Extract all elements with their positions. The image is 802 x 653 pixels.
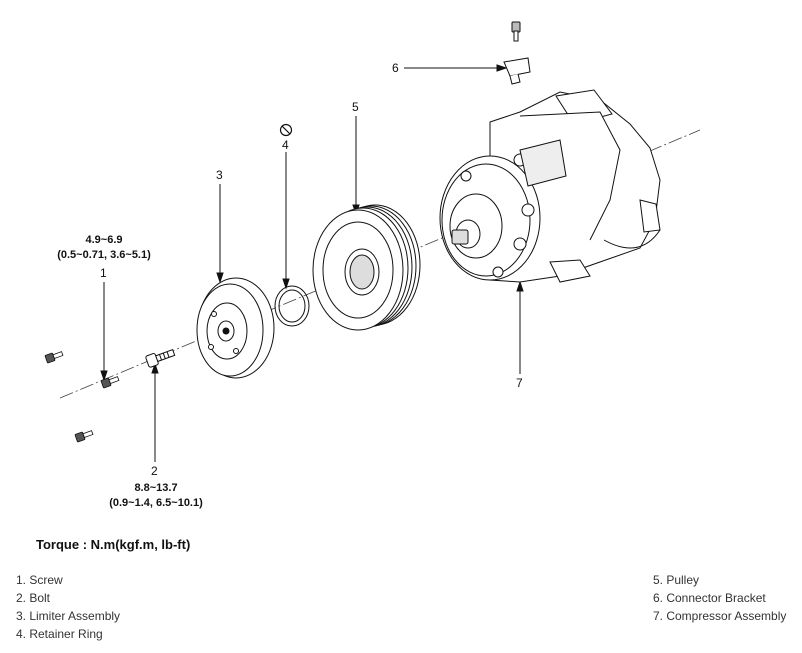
callout-2: 2: [151, 464, 158, 478]
legend-item: 2. Bolt: [16, 591, 51, 605]
legend-right: 5. Pulley 6. Connector Bracket 7. Compre…: [653, 571, 786, 625]
legend-item: 4. Retainer Ring: [16, 627, 103, 641]
callout-3: 3: [216, 168, 223, 182]
connector-bracket-icon: [503, 21, 531, 85]
limiter-assembly-icon: [196, 277, 275, 379]
legend-item: 5. Pulley: [653, 573, 700, 587]
legend-item: 1. Screw: [16, 573, 63, 587]
screw-torque-nm: 4.9~6.9: [85, 234, 123, 246]
callout-7: 7: [516, 376, 523, 390]
retainer-ring-icon: [274, 285, 310, 327]
screw-torque-spec: 4.9~6.9 (0.5~0.71, 3.6~5.1): [44, 233, 164, 263]
legend-item: 6. Connector Bracket: [653, 591, 766, 605]
legend-item: 3. Limiter Assembly: [16, 609, 121, 623]
pulley-icon: [312, 204, 421, 331]
torque-units-title: Torque : N.m(kgf.m, lb-ft): [36, 537, 191, 552]
bolt-torque-alt: (0.9~1.4, 6.5~10.1): [109, 497, 203, 509]
screw-torque-alt: (0.5~0.71, 3.6~5.1): [57, 249, 151, 261]
bolt-icon: [145, 349, 176, 368]
compressor-assembly-icon: [439, 89, 661, 283]
bolt-torque-spec: 8.8~13.7 (0.9~1.4, 6.5~10.1): [95, 481, 217, 511]
callout-6: 6: [392, 61, 399, 75]
legend-left: 1. Screw 2. Bolt 3. Limiter Assembly 4. …: [16, 571, 120, 643]
exploded-view-diagram: [44, 21, 701, 462]
screw-icon: [44, 351, 120, 443]
callout-4: 4: [282, 138, 289, 152]
legend-item: 7. Compressor Assembly: [653, 609, 787, 623]
no-reuse-icon: [279, 123, 293, 137]
callout-1: 1: [100, 266, 107, 280]
callout-5: 5: [352, 100, 359, 114]
bolt-torque-nm: 8.8~13.7: [134, 482, 178, 494]
